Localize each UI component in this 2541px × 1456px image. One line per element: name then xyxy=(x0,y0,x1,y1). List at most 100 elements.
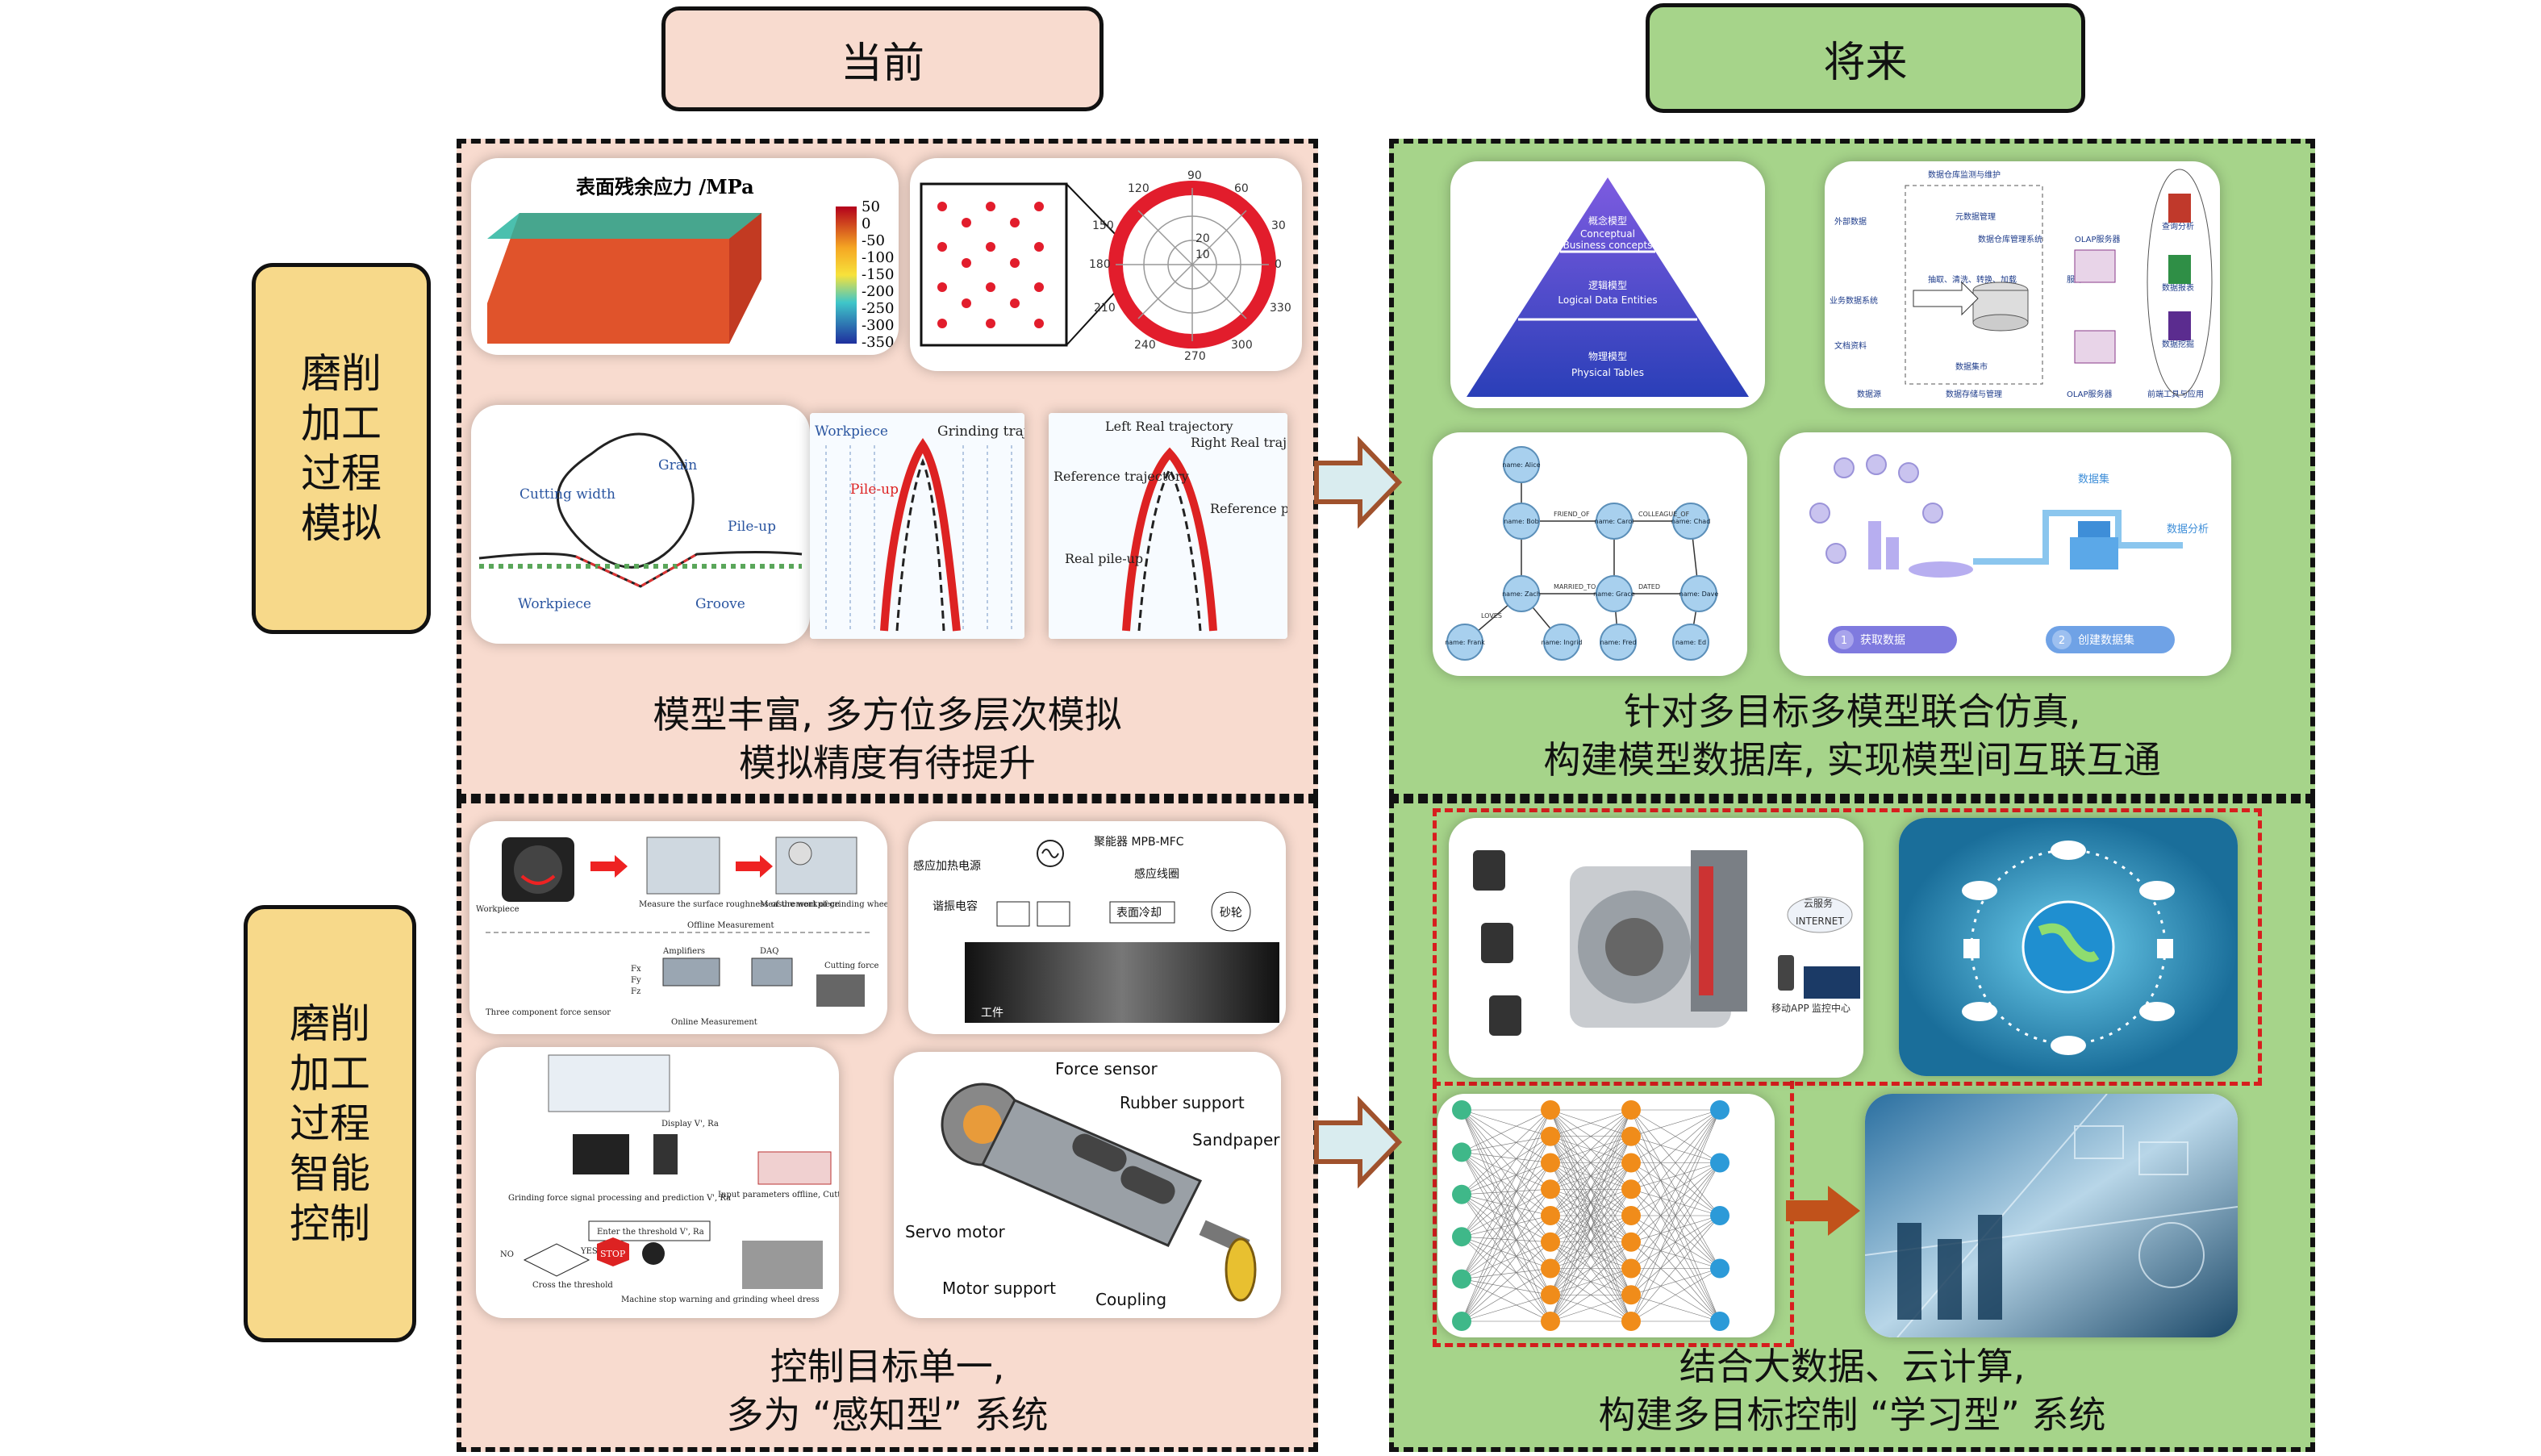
nn-edge xyxy=(1461,1109,1551,1279)
svg-text:180: 180 xyxy=(1089,258,1111,271)
svg-text:MARRIED_TO: MARRIED_TO xyxy=(1554,583,1596,590)
svg-text:Motor support: Motor support xyxy=(942,1279,1056,1298)
nn-node xyxy=(1541,1153,1560,1173)
nn-edge xyxy=(1550,1162,1632,1322)
svg-text:0: 0 xyxy=(862,215,870,232)
nn-node xyxy=(1452,1142,1471,1162)
stress-title: 表面残余应力 /MPa xyxy=(576,175,754,198)
svg-text:Pile-up: Pile-up xyxy=(850,482,899,498)
arrow-simulation xyxy=(1314,436,1403,529)
svg-text:Fx: Fx xyxy=(631,965,641,974)
nn-edge xyxy=(1461,1109,1551,1237)
header-current-label: 当前 xyxy=(840,39,924,88)
svg-text:name: Frank: name: Frank xyxy=(1445,639,1485,646)
nn-edge xyxy=(1461,1152,1551,1216)
nn-node xyxy=(1452,1100,1471,1120)
svg-text:OLAP服务器: OLAP服务器 xyxy=(2075,234,2121,244)
nn-node xyxy=(1621,1285,1641,1305)
tile-groove-section: Grain Cutting width Pile-up Workpiece Gr… xyxy=(471,405,810,644)
svg-text:Real pile-up: Real pile-up xyxy=(1065,551,1143,566)
nn-edge xyxy=(1461,1194,1551,1269)
svg-text:Force sensor: Force sensor xyxy=(1055,1059,1158,1078)
svg-text:Left Real trajectory: Left Real trajectory xyxy=(1105,419,1233,434)
svg-text:感应线圈: 感应线圈 xyxy=(1134,867,1179,881)
svg-text:YES: YES xyxy=(580,1247,598,1256)
svg-text:感应加热电源: 感应加热电源 xyxy=(913,859,981,873)
nn-edge xyxy=(1630,1268,1721,1295)
svg-text:LOVES: LOVES xyxy=(1481,612,1502,620)
svg-text:90: 90 xyxy=(1187,169,1202,182)
nn-node xyxy=(1452,1184,1471,1204)
svg-text:-300: -300 xyxy=(862,317,894,334)
svg-text:Amplifiers: Amplifiers xyxy=(662,947,705,956)
svg-text:10: 10 xyxy=(1195,248,1210,261)
nn-edge xyxy=(1461,1136,1551,1195)
nn-edge xyxy=(1461,1189,1551,1322)
svg-text:FRIEND_OF: FRIEND_OF xyxy=(1554,511,1590,518)
nn-edge xyxy=(1550,1241,1632,1322)
svg-text:数据报表: 数据报表 xyxy=(2162,282,2194,293)
nn-edge xyxy=(1461,1109,1551,1216)
svg-text:Logical Data Entities: Logical Data Entities xyxy=(1558,294,1657,306)
tile-data-model-pyramid: 概念模型 Conceptual Business concepts 逻辑模型 L… xyxy=(1450,161,1765,408)
svg-text:name: Fred: name: Fred xyxy=(1600,639,1636,646)
svg-text:Workpiece: Workpiece xyxy=(815,423,888,440)
svg-text:云服务: 云服务 xyxy=(1804,897,1833,909)
svg-text:表面冷却: 表面冷却 xyxy=(1116,907,1162,920)
nn-node xyxy=(1621,1100,1641,1120)
nn-node xyxy=(1541,1100,1560,1120)
caption-future-simulation: 针对多目标多模型联合仿真, 构建模型数据库, 实现模型间互联互通 xyxy=(1543,690,2161,782)
svg-text:物理模型: 物理模型 xyxy=(1588,351,1627,362)
svg-text:name: Ed: name: Ed xyxy=(1675,639,1706,646)
nn-node xyxy=(1621,1153,1641,1173)
nn-edge xyxy=(1461,1109,1551,1153)
nn-edge xyxy=(1630,1109,1721,1242)
nn-node xyxy=(1541,1285,1560,1305)
nn-node xyxy=(1710,1312,1729,1331)
nn-edge xyxy=(1630,1109,1721,1190)
nn-edge xyxy=(1630,1162,1721,1322)
svg-text:Offline Measurement: Offline Measurement xyxy=(687,921,774,930)
svg-text:Enter the threshold V', Ra: Enter the threshold V', Ra xyxy=(597,1228,704,1237)
nn-edge xyxy=(1630,1268,1721,1322)
nn-node xyxy=(1710,1100,1729,1120)
svg-text:数据挖掘: 数据挖掘 xyxy=(2162,339,2194,349)
nn-edge xyxy=(1461,1109,1551,1195)
svg-text:数据集: 数据集 xyxy=(2078,473,2109,486)
svg-text:30: 30 xyxy=(1271,219,1286,232)
svg-text:Cutting force: Cutting force xyxy=(824,962,878,970)
svg-text:监控中心: 监控中心 xyxy=(1812,1002,1850,1014)
nn-edge xyxy=(1461,1194,1551,1295)
svg-text:120: 120 xyxy=(1128,182,1150,195)
svg-text:240: 240 xyxy=(1134,339,1156,352)
caption-current-control: 控制目标单一, 多为 “感知型” 系统 xyxy=(726,1345,1049,1437)
svg-text:Grinding force signal processi: Grinding force signal processing and pre… xyxy=(508,1194,731,1203)
tile-data-pipeline: 数据集 数据分析 1 获取数据 2 创建数据集 xyxy=(1780,432,2231,676)
svg-text:Measurement of grinding wheel: Measurement of grinding wheel wear xyxy=(760,900,887,909)
nn-edge xyxy=(1461,1109,1551,1163)
svg-text:获取数据: 获取数据 xyxy=(1860,634,1905,647)
nn-edge xyxy=(1461,1162,1551,1195)
svg-text:Coupling: Coupling xyxy=(1095,1290,1166,1309)
nn-node xyxy=(1452,1269,1471,1289)
svg-text:Input parameters offline, Cutt: Input parameters offline, Cutting mode p… xyxy=(718,1191,839,1199)
svg-text:300: 300 xyxy=(1231,339,1253,352)
tile-neural-network xyxy=(1437,1094,1775,1337)
colorbar xyxy=(836,207,857,344)
svg-text:Workpiece: Workpiece xyxy=(476,905,519,914)
svg-text:INTERNET: INTERNET xyxy=(1796,916,1844,927)
svg-text:元数据管理: 元数据管理 xyxy=(1955,211,1996,222)
svg-text:数据存储与管理: 数据存储与管理 xyxy=(1946,389,2002,399)
svg-text:150: 150 xyxy=(1092,219,1114,232)
nn-edge xyxy=(1550,1109,1632,1190)
tile-cloud-network xyxy=(1899,818,2238,1076)
svg-text:-50: -50 xyxy=(862,232,885,249)
nn-node xyxy=(1621,1258,1641,1279)
nn-edge xyxy=(1461,1136,1551,1153)
svg-text:name: Grace: name: Grace xyxy=(1593,590,1635,598)
nn-edge xyxy=(1461,1136,1551,1279)
svg-text:Fy: Fy xyxy=(631,976,641,985)
svg-text:Display V', Ra: Display V', Ra xyxy=(661,1120,719,1129)
nn-node xyxy=(1621,1206,1641,1225)
nn-edge xyxy=(1461,1136,1551,1322)
